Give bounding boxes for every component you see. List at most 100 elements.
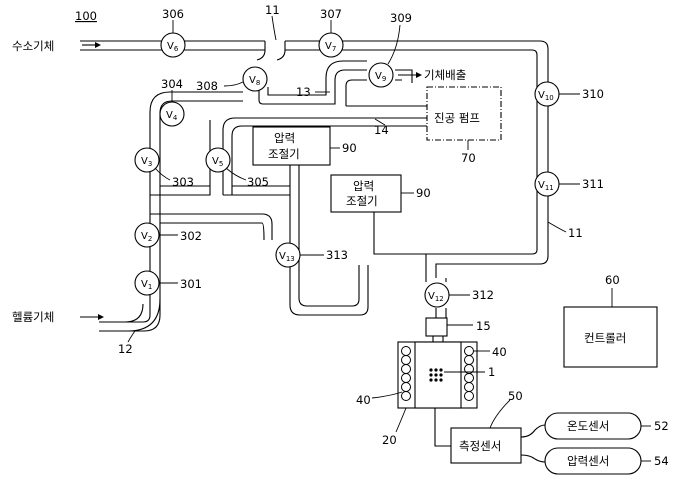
svg-text:V9: V9 bbox=[375, 71, 386, 83]
ref-305: 305 bbox=[247, 175, 269, 189]
valve-v1[interactable]: V1 bbox=[134, 270, 160, 296]
regulator-2-label-line2: 조절기 bbox=[346, 194, 378, 208]
ref-40-top: 40 bbox=[492, 345, 507, 359]
regulator-1-label-line1: 압력 bbox=[274, 131, 295, 145]
ref-308: 308 bbox=[196, 79, 218, 93]
valve-v2[interactable]: V2 bbox=[134, 222, 160, 248]
leader-11-top bbox=[271, 15, 277, 41]
valve-v13[interactable]: V13 bbox=[275, 242, 301, 268]
pipe-sensor-branch bbox=[520, 424, 546, 463]
heater-coil-right bbox=[464, 382, 474, 392]
valve-v3-letter: V bbox=[141, 156, 148, 167]
valve-v4-sub: 4 bbox=[173, 114, 178, 122]
ref-52: 52 bbox=[654, 419, 669, 433]
valve-v4-letter: V bbox=[166, 110, 173, 121]
valve-v2-letter: V bbox=[141, 231, 148, 242]
controller-label: 컨트롤러 bbox=[584, 331, 626, 345]
controller-box bbox=[563, 306, 658, 368]
valve-v3-sub: 3 bbox=[148, 160, 152, 168]
heater-coil-left bbox=[401, 364, 411, 374]
svg-text:V4: V4 bbox=[166, 110, 178, 122]
valve-v8-letter: V bbox=[249, 75, 256, 86]
pipe-line-13-inner bbox=[267, 60, 427, 107]
vacuum-pump-label: 진공 펌프 bbox=[434, 111, 480, 125]
ref-50: 50 bbox=[508, 389, 523, 403]
pipe-loop-bottom bbox=[150, 120, 290, 196]
temperature-sensor-label: 온도센서 bbox=[567, 419, 609, 433]
valve-v6-sub: 6 bbox=[174, 45, 179, 53]
pressure-regulator-2-box bbox=[330, 174, 402, 213]
leader-308 bbox=[223, 81, 244, 87]
pipe-line-13 bbox=[258, 69, 413, 105]
leader-12 bbox=[127, 330, 136, 343]
valve-v11[interactable]: V11 bbox=[534, 171, 560, 197]
pipe-branch-v8 bbox=[256, 41, 286, 61]
pressure-regulator-1-box bbox=[252, 126, 331, 166]
ref-40-bottom: 40 bbox=[356, 393, 371, 407]
ref-301: 301 bbox=[180, 277, 202, 291]
pipe-helium-inlet bbox=[99, 298, 161, 332]
valve-v8-sub: 8 bbox=[256, 79, 260, 87]
valve-v7-letter: V bbox=[325, 41, 332, 52]
valve-v10-letter: V bbox=[538, 90, 545, 101]
ref-303: 303 bbox=[172, 175, 194, 189]
valve-v11-sub: 11 bbox=[545, 184, 554, 192]
pipe-line-14 bbox=[222, 117, 427, 195]
sample-dot bbox=[434, 378, 438, 382]
leader-14 bbox=[374, 118, 386, 126]
valve-v3[interactable]: V3 bbox=[134, 147, 160, 173]
valve-v12[interactable]: V12 bbox=[424, 282, 450, 308]
valve-v2-sub: 2 bbox=[148, 235, 152, 243]
pipe-v8-down-inner bbox=[99, 100, 243, 332]
valve-v6[interactable]: V6 bbox=[160, 32, 186, 58]
ref-12: 12 bbox=[118, 342, 133, 356]
valve-v8[interactable]: V8 bbox=[242, 66, 268, 92]
valve-v12-sub: 12 bbox=[435, 295, 444, 303]
pipe-connector-chamber bbox=[432, 336, 444, 342]
ref-54: 54 bbox=[654, 454, 669, 468]
pipe-regulator1-out bbox=[289, 160, 369, 316]
arrow-helium-in-head bbox=[98, 314, 104, 320]
sample-dot bbox=[439, 378, 443, 382]
heater-coil-left bbox=[401, 382, 411, 392]
ref-313: 313 bbox=[326, 248, 348, 262]
heater-coil-right bbox=[464, 346, 474, 356]
valve-v5[interactable]: V5 bbox=[205, 147, 231, 173]
valve-v1-sub: 1 bbox=[148, 283, 152, 291]
valve-v9[interactable]: V9 bbox=[368, 62, 394, 88]
svg-text:V10: V10 bbox=[538, 90, 554, 102]
leader-20 bbox=[395, 407, 407, 433]
ref-1: 1 bbox=[488, 365, 495, 379]
ref-302: 302 bbox=[180, 229, 202, 243]
labels: 100 수소기체 헬륨기체 기체배출 진공 펌프 압력 조절기 압력 조절기 측… bbox=[12, 3, 669, 468]
leader-305 bbox=[225, 167, 247, 181]
ref-14: 14 bbox=[374, 123, 389, 137]
valve-v9-letter: V bbox=[375, 71, 382, 82]
svg-text:V1: V1 bbox=[141, 279, 152, 291]
ref-60: 60 bbox=[605, 273, 620, 287]
svg-text:V7: V7 bbox=[325, 41, 336, 53]
sample-dot bbox=[429, 373, 433, 377]
leader-lines bbox=[127, 15, 651, 462]
sample-dot bbox=[429, 368, 433, 372]
valve-v5-letter: V bbox=[212, 156, 219, 167]
ref-20: 20 bbox=[382, 433, 397, 447]
components bbox=[252, 86, 658, 475]
leader-11-right bbox=[547, 221, 567, 233]
valves: V1 V2 V3 V4 V5 V6 V7 V8 bbox=[134, 32, 560, 308]
ref-70: 70 bbox=[461, 151, 476, 165]
ref-90-b: 90 bbox=[416, 186, 431, 200]
valve-v10[interactable]: V10 bbox=[534, 81, 560, 107]
valve-v4[interactable]: V4 bbox=[159, 101, 185, 127]
valve-v5-sub: 5 bbox=[219, 160, 223, 168]
ref-90-a: 90 bbox=[342, 141, 357, 155]
leader-309 bbox=[387, 24, 401, 65]
heater-coils bbox=[401, 346, 474, 401]
valve-v7[interactable]: V7 bbox=[318, 32, 344, 58]
measurement-sensor-box bbox=[450, 427, 522, 464]
svg-text:V2: V2 bbox=[141, 231, 152, 243]
sample-dot bbox=[429, 378, 433, 382]
heater-coil-left bbox=[401, 373, 411, 383]
ref-309: 309 bbox=[390, 11, 412, 25]
